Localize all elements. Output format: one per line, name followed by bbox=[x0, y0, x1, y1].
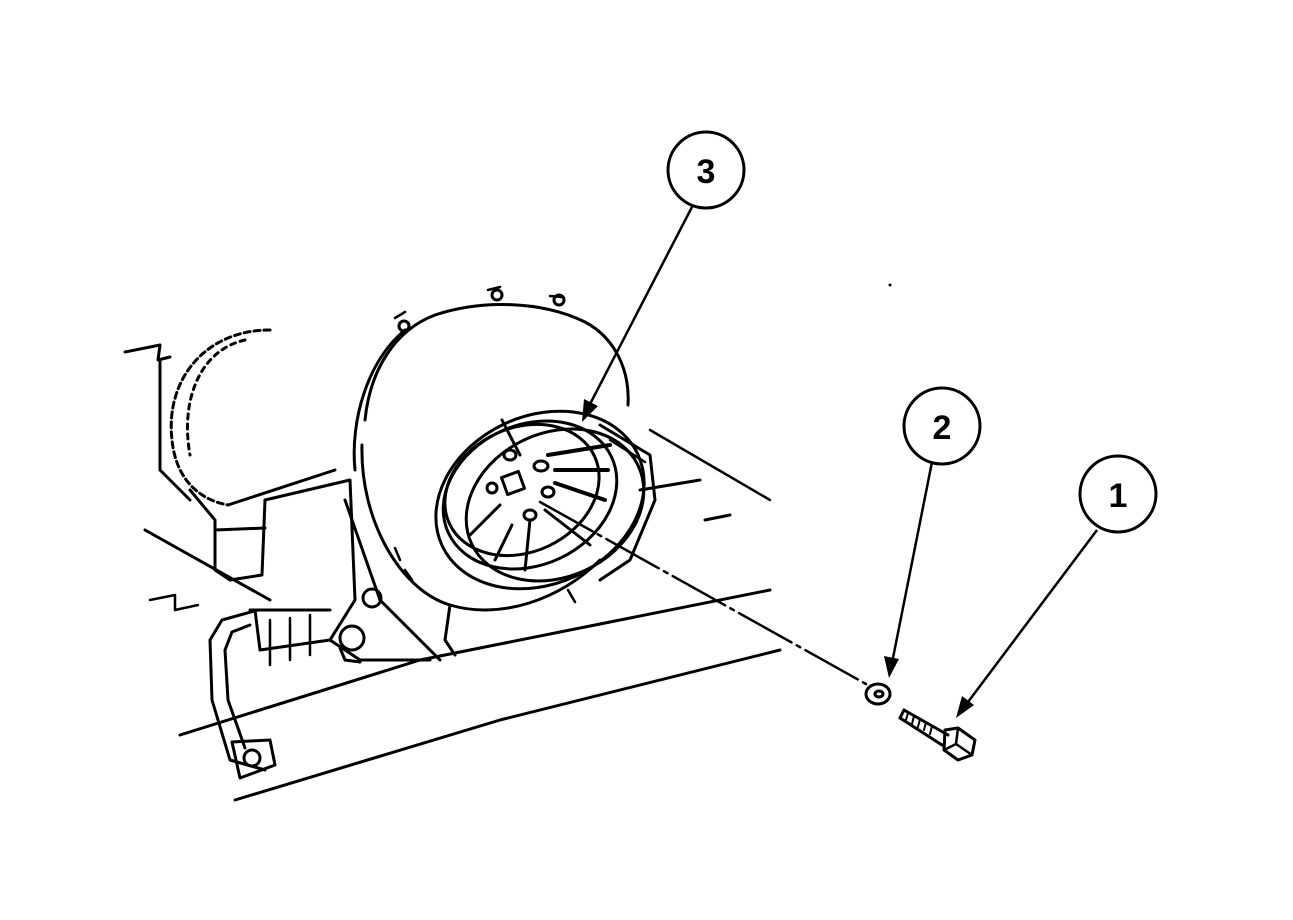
engine-housing bbox=[248, 478, 442, 667]
callout-3: 3 bbox=[666, 130, 746, 210]
engine-drum bbox=[123, 328, 337, 582]
engine-assembly-drawing bbox=[123, 285, 782, 802]
arrowhead-3 bbox=[582, 399, 598, 422]
callout-circle-1 bbox=[1078, 454, 1158, 534]
screw bbox=[898, 708, 977, 762]
callout-circle-2 bbox=[902, 386, 982, 466]
scan-specks bbox=[888, 283, 892, 287]
callout-number-3: 3 bbox=[697, 153, 716, 191]
leader-3 bbox=[586, 204, 695, 409]
leader-2 bbox=[890, 461, 934, 664]
callout-circle-3 bbox=[666, 130, 746, 210]
arrowhead-1 bbox=[956, 696, 974, 718]
callout-2: 2 bbox=[902, 386, 982, 466]
callout-number-2: 2 bbox=[933, 409, 952, 447]
centerline bbox=[538, 500, 868, 686]
pulley-drawing bbox=[434, 409, 657, 604]
frame-rail bbox=[143, 428, 782, 802]
arrowhead-2 bbox=[884, 656, 899, 678]
leader-lines bbox=[582, 204, 1098, 718]
washer bbox=[864, 682, 892, 706]
gear-cover bbox=[352, 285, 630, 657]
support-bracket bbox=[208, 608, 277, 780]
leader-1 bbox=[964, 529, 1098, 707]
callout-1: 1 bbox=[1078, 454, 1158, 534]
callout-number-1: 1 bbox=[1109, 477, 1128, 515]
